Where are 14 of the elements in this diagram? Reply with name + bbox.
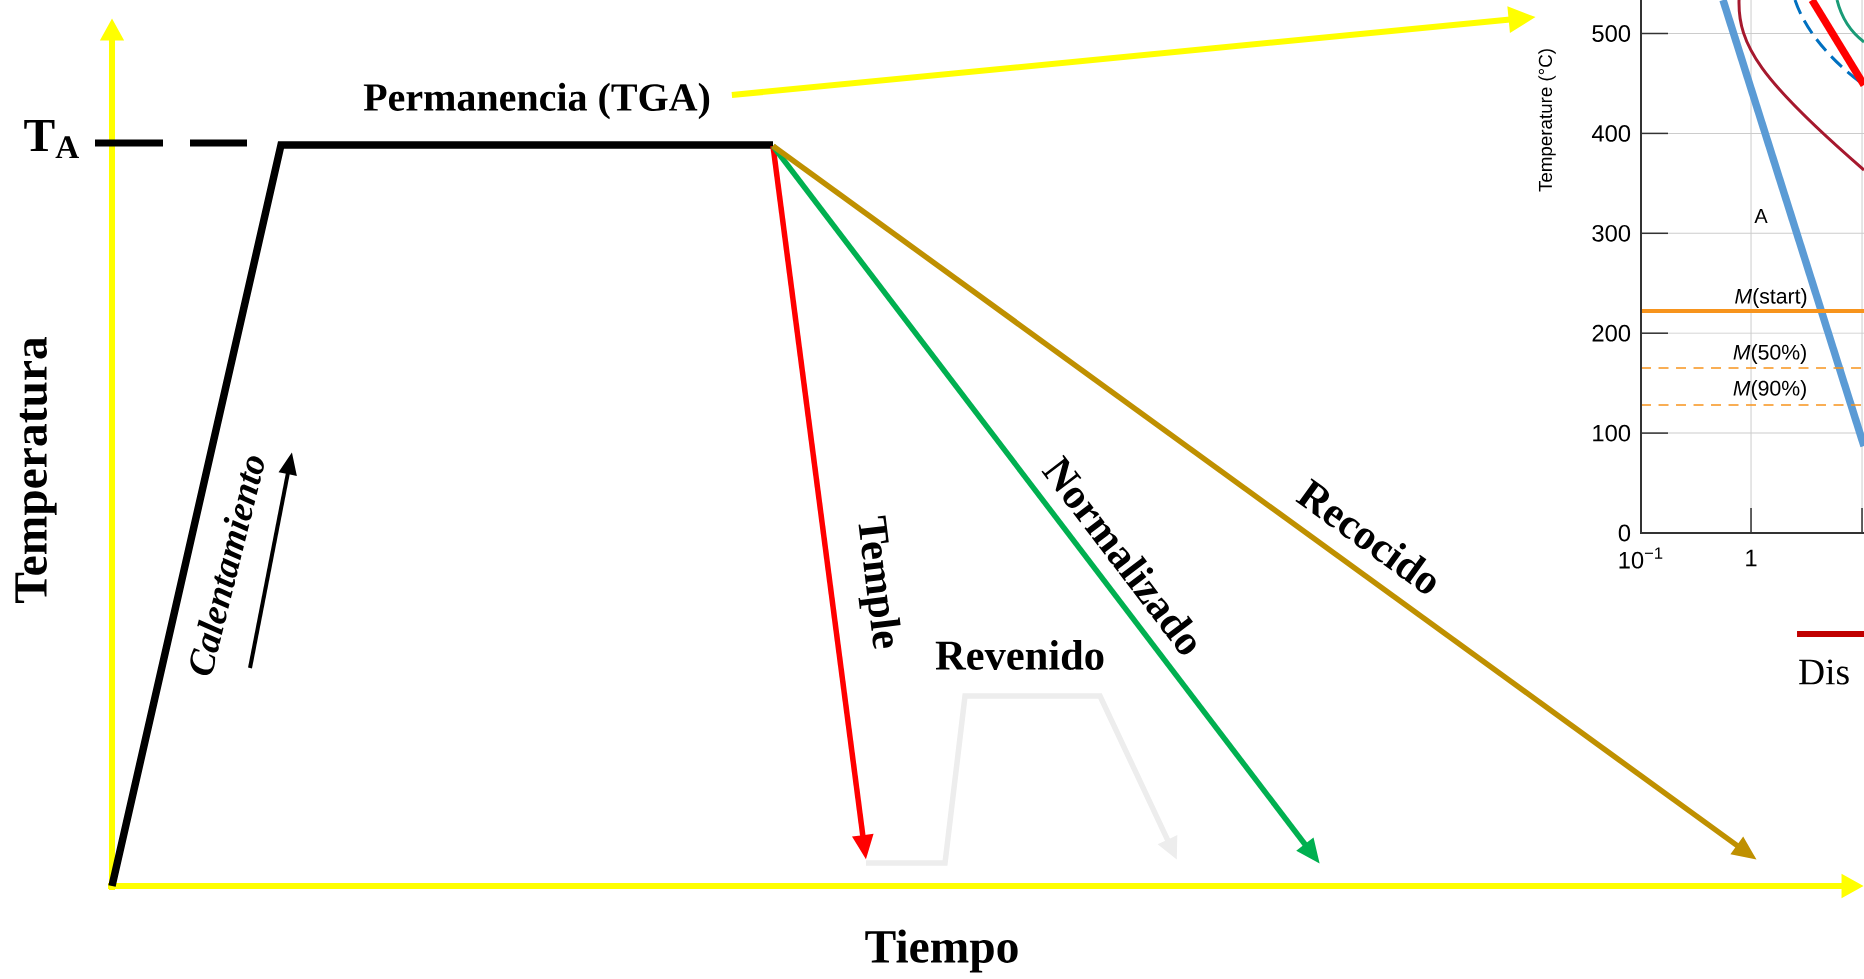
tick-label: 0: [1618, 524, 1631, 542]
process-label: Temple: [858, 515, 901, 649]
legend-text: Dis: [1799, 659, 1849, 685]
axis-label: Temperature (°C): [1538, 49, 1556, 192]
chart-area: [1640, 0, 1864, 534]
axis-label: Temperatura: [15, 337, 57, 603]
line-label: M(50%): [1733, 344, 1806, 364]
line-label: M(start): [1735, 288, 1807, 308]
axis-label: Tiempo: [865, 929, 1018, 973]
temperature-mark: T$_{A}$: [24, 119, 79, 159]
line-label: M(90%): [1733, 380, 1806, 400]
region-label: A: [1754, 209, 1768, 223]
tick-label: 10$^{−1}$: [1619, 547, 1663, 569]
holding-label: Permanencia (TGA): [363, 82, 710, 120]
